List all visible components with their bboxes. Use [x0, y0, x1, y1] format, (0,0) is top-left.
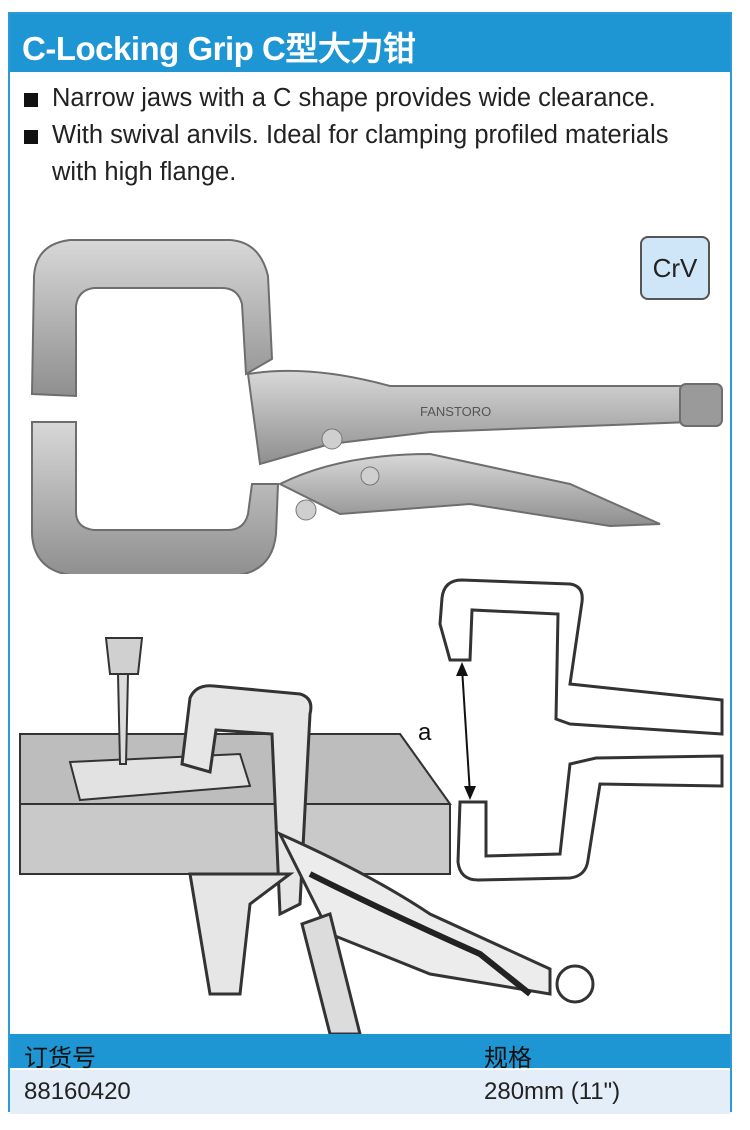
column-header-order-no: 订货号	[24, 1045, 96, 1072]
brand-text: FANSTORO	[420, 404, 491, 419]
feature-text: Narrow jaws with a C shape provides wide…	[52, 84, 656, 112]
product-photo: FANSTORO	[30, 239, 723, 574]
feature-list: Narrow jaws with a C shape provides wide…	[24, 80, 714, 191]
drill-chuck	[104, 637, 144, 675]
drill-bit	[116, 673, 130, 765]
column-header-spec: 规格	[484, 1045, 532, 1072]
table-row: 88160420 280mm (11")	[10, 1070, 730, 1114]
product-title: C-Locking Grip C型大力钳	[22, 30, 416, 67]
clamp-in-use	[180, 684, 313, 917]
product-card: C-Locking Grip C型大力钳 Narrow jaws with a …	[8, 12, 732, 1114]
bullet-square-icon	[24, 93, 38, 107]
bullet-square-icon	[24, 130, 38, 144]
header-bar: C-Locking Grip C型大力钳	[10, 14, 730, 72]
c-jaw-lower	[31, 421, 280, 574]
plier-handle-lower	[277, 452, 661, 528]
c-jaw-upper	[30, 239, 274, 398]
adjust-screw	[679, 383, 723, 427]
dimension-jaw-lower	[456, 754, 724, 882]
spec-table-header: 订货号 规格	[10, 1034, 730, 1072]
dimension-arrow	[461, 667, 471, 795]
feature-text: With swival anvils. Ideal for clamping p…	[52, 121, 669, 186]
feature-item: With swival anvils. Ideal for clamping p…	[24, 117, 714, 191]
feature-item: Narrow jaws with a C shape provides wide…	[24, 80, 714, 117]
usage-diagram: a	[19, 578, 724, 1034]
order-number-cell: 88160420	[24, 1078, 131, 1105]
dimension-jaw-upper	[438, 578, 724, 736]
dimension-label: a	[418, 719, 432, 746]
plier-handle-upper	[246, 369, 691, 466]
spec-cell: 280mm (11")	[484, 1078, 621, 1105]
clamp-screw-knob	[555, 964, 595, 1004]
material-badge: CrV	[640, 236, 710, 300]
